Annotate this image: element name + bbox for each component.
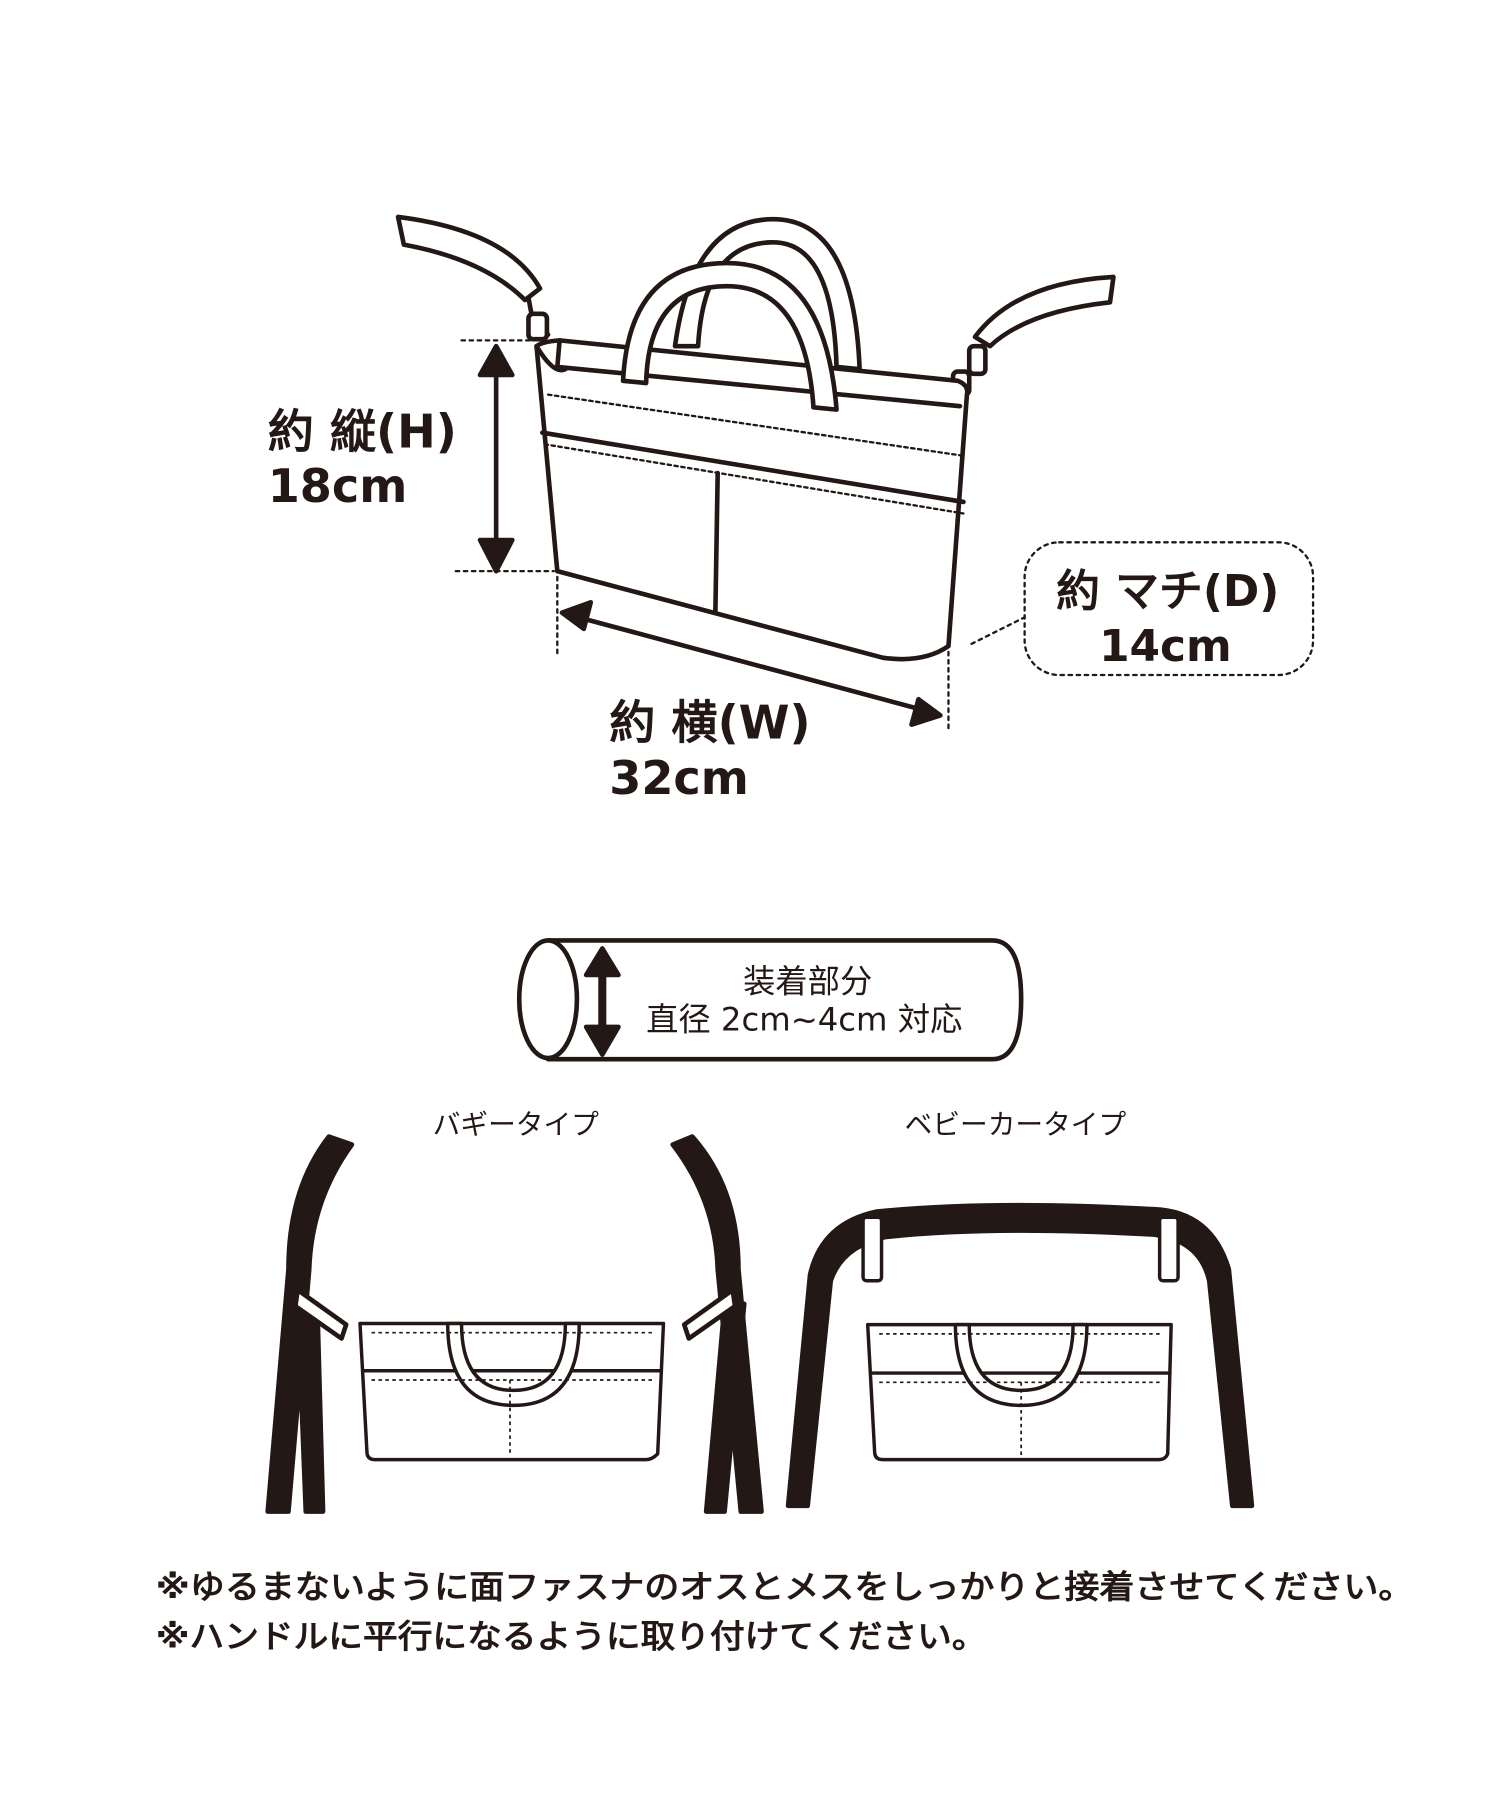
width-label: 約 横(W) bbox=[609, 695, 810, 749]
note-1: ※ゆるまないように面ファスナのオスとメスをしっかりと接着させてください。 bbox=[156, 1568, 1414, 1606]
mount-diameter: 直径 2cm~4cm 対応 bbox=[646, 1000, 962, 1038]
mount-cylinder bbox=[516, 938, 1024, 1062]
stroller-illustration bbox=[785, 1202, 1255, 1509]
depth-label: 約 マチ(D) bbox=[1056, 566, 1279, 617]
note-2: ※ハンドルに平行になるように取り付けてください。 bbox=[156, 1618, 987, 1656]
left-strap bbox=[395, 214, 551, 342]
front-handle bbox=[620, 260, 839, 412]
height-arrow bbox=[477, 343, 515, 574]
height-label: 約 縦(H) bbox=[268, 405, 457, 459]
buggy-type-label: バギータイプ bbox=[433, 1108, 599, 1141]
bag-body bbox=[534, 338, 970, 662]
mount-title: 装着部分 bbox=[743, 962, 872, 1000]
height-value: 18cm bbox=[268, 459, 408, 513]
width-value: 32cm bbox=[609, 751, 749, 805]
width-arrow bbox=[559, 600, 943, 727]
right-strap bbox=[950, 274, 1116, 397]
stroller-type-label: ベビーカータイプ bbox=[905, 1108, 1127, 1141]
buggy-illustration bbox=[265, 1134, 764, 1514]
depth-value: 14cm bbox=[1099, 621, 1232, 672]
